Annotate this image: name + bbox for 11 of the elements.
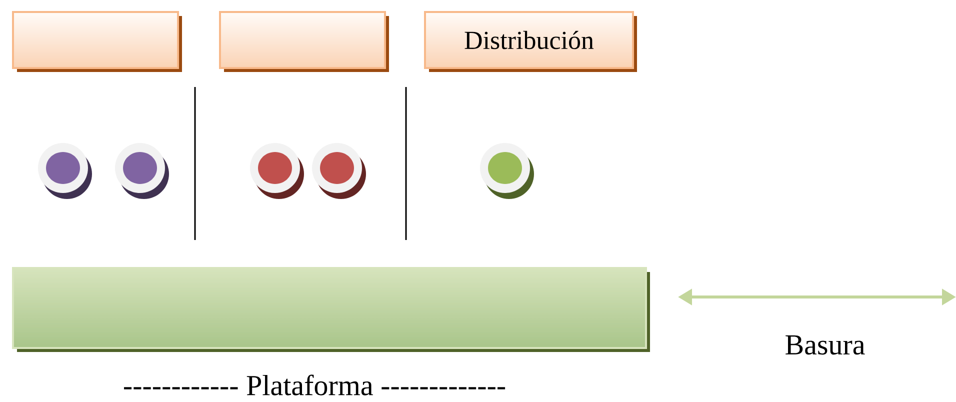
platform-bar [12,267,650,352]
dot [38,143,92,199]
dot [115,143,169,199]
text-label: ------------ Plataforma ------------- [124,374,506,396]
dot [250,143,304,199]
text-label: Basura [786,335,865,355]
dot [480,143,534,199]
process-box: Distribución [424,11,637,72]
process-box [12,11,182,72]
dot [312,143,366,199]
process-box [219,11,389,72]
